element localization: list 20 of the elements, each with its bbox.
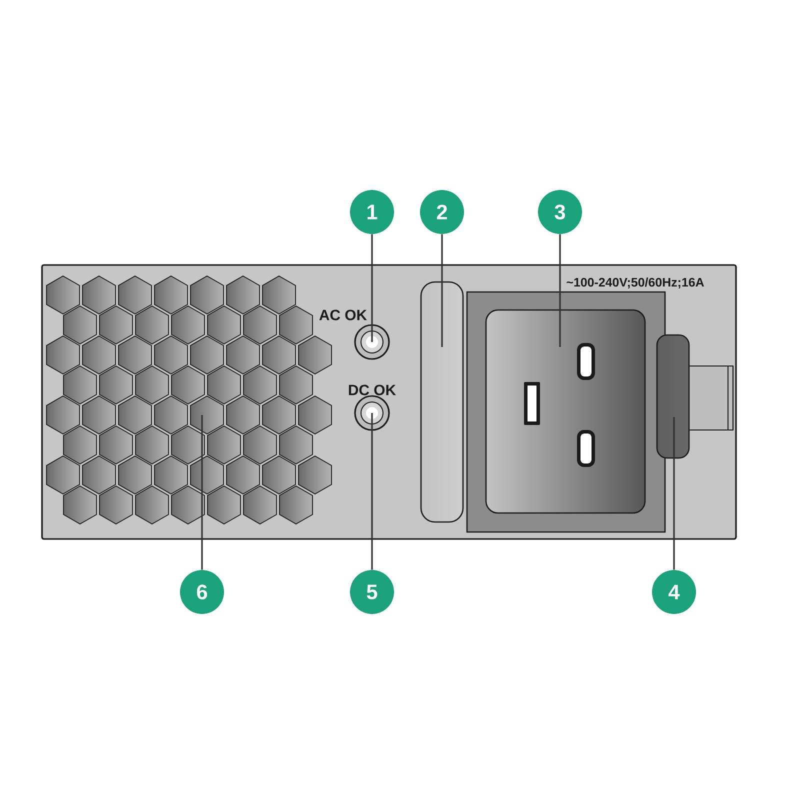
retaining-clip bbox=[656, 334, 690, 459]
handle bbox=[420, 281, 464, 523]
leader-line bbox=[559, 234, 561, 347]
callout-number: 4 bbox=[652, 570, 696, 614]
rating-label: ~100-240V;50/60Hz;16A bbox=[566, 278, 704, 288]
leader-line bbox=[371, 234, 373, 342]
leader-line bbox=[673, 417, 675, 570]
callout-number: 6 bbox=[180, 570, 224, 614]
leader-line bbox=[371, 413, 373, 570]
led-label: AC OK bbox=[319, 310, 367, 320]
power-inlet bbox=[466, 291, 666, 533]
leader-line bbox=[441, 234, 443, 347]
led-label: DC OK bbox=[348, 384, 396, 396]
callout-number: 2 bbox=[420, 190, 464, 234]
callout-number: 5 bbox=[350, 570, 394, 614]
callout-number: 1 bbox=[350, 190, 394, 234]
led-indicator bbox=[354, 324, 390, 360]
callout-number: 3 bbox=[538, 190, 582, 234]
leader-line bbox=[201, 415, 203, 570]
led-indicator bbox=[354, 395, 390, 431]
